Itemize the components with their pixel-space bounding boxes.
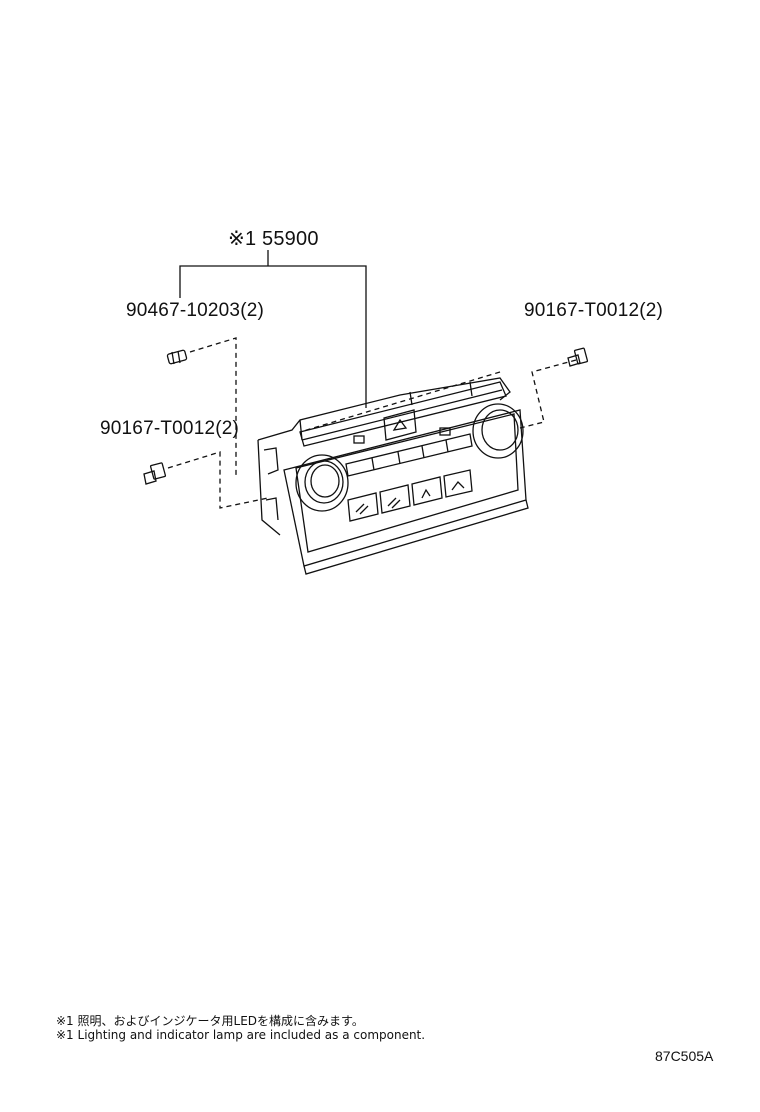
- mode-feet-icon: [421, 488, 431, 499]
- part-number-screw-top-right: 90167-T0012(2): [524, 300, 664, 321]
- right-temperature-knob: [472, 403, 524, 459]
- screw-top-right-icon: [567, 347, 589, 367]
- hazard-triangle-icon: [392, 418, 408, 431]
- middle-button-row: [345, 433, 473, 477]
- mode-face-icon: [355, 503, 369, 515]
- left-temperature-knob: [295, 454, 349, 512]
- screw-top-left-icon: [166, 349, 188, 365]
- rear-defrost-icon: [353, 435, 365, 444]
- mode-bilevel-icon: [387, 497, 401, 509]
- part-number-screw-left: 90167-T0012(2): [100, 418, 240, 439]
- footnote-english: ※1 Lighting and indicator lamp are inclu…: [56, 1028, 426, 1042]
- dashed-alignment-lines: [167, 337, 577, 509]
- leader-main-bracket: [179, 250, 367, 408]
- diagram-code: 87C505A: [655, 1048, 714, 1064]
- mode-defrost-feet-icon: [451, 481, 465, 491]
- footnote-japanese: ※1 照明、およびインジケータ用LEDを構成に含みます。: [56, 1014, 364, 1028]
- part-number-screw-top-left: 90467-10203(2): [126, 300, 265, 321]
- screw-left-icon: [143, 462, 167, 485]
- mode-button-row: [347, 469, 473, 522]
- part-number-main-assembly: ※1 55900: [228, 228, 319, 250]
- ac-icon: [439, 427, 451, 436]
- climate-control-panel: [257, 377, 529, 575]
